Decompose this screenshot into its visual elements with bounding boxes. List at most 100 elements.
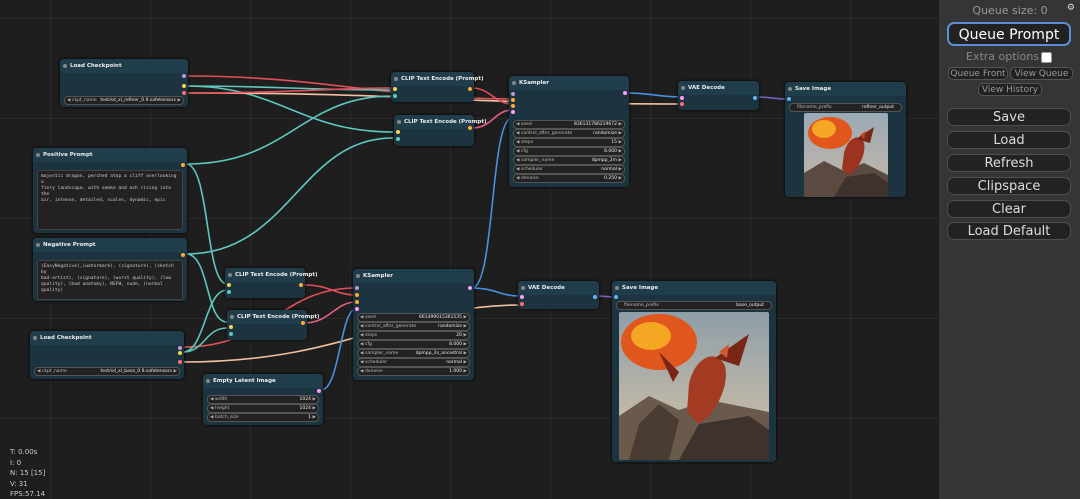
input-text-port[interactable] bbox=[227, 290, 231, 294]
input-negative-port[interactable] bbox=[511, 104, 515, 108]
positive-prompt-text[interactable]: majestic dragon, perched atop a cliff ov… bbox=[37, 170, 183, 230]
output-image-port[interactable] bbox=[753, 96, 757, 100]
input-text-port[interactable] bbox=[229, 332, 233, 336]
node-title: Positive Prompt bbox=[33, 148, 187, 162]
output-conditioning-port[interactable] bbox=[181, 253, 185, 257]
output-clip-port[interactable] bbox=[182, 84, 186, 88]
node-vae-decode-refiner[interactable]: VAE Decode bbox=[678, 81, 759, 110]
side-menu: Queue size: 0 ⚙ Queue Prompt Extra optio… bbox=[938, 0, 1080, 499]
node-clip-text-encode-refiner-neg[interactable]: CLIP Text Encode (Prompt) bbox=[394, 115, 487, 146]
wire-base-clip-b bbox=[182, 327, 228, 353]
input-model-port[interactable] bbox=[355, 286, 359, 290]
node-positive-prompt[interactable]: Positive Prompt majestic dragon, perched… bbox=[33, 148, 187, 233]
ckpt-name-combo[interactable]: ◀ ckpt_name test/sd_xl_base_0.9.safetens… bbox=[34, 367, 180, 376]
input-clip-port[interactable] bbox=[227, 283, 231, 287]
node-graph-canvas[interactable]: Load Checkpoint ◀ ckpt_name test/sd_xl_r… bbox=[0, 0, 938, 499]
load-default-button[interactable]: Load Default bbox=[947, 222, 1071, 240]
gear-icon[interactable]: ⚙ bbox=[1066, 3, 1075, 13]
input-text-port[interactable] bbox=[393, 94, 397, 98]
arrow-left-icon: ◀ bbox=[360, 342, 364, 347]
widget-value: dpmpp_2s_ancestral bbox=[415, 351, 462, 356]
node-load-checkpoint-refiner[interactable]: Load Checkpoint ◀ ckpt_name test/sd_xl_r… bbox=[60, 59, 188, 107]
input-text-port[interactable] bbox=[396, 137, 400, 141]
output-image-preview[interactable] bbox=[804, 113, 888, 197]
node-vae-decode-base[interactable]: VAE Decode bbox=[518, 281, 599, 309]
input-clip-port[interactable] bbox=[393, 87, 397, 91]
queue-size: Queue size: 0 bbox=[972, 4, 1048, 17]
output-conditioning-port[interactable] bbox=[301, 321, 305, 325]
input-positive-port[interactable] bbox=[511, 98, 515, 102]
output-vae-port[interactable] bbox=[182, 91, 186, 95]
node-title: KSampler bbox=[353, 269, 474, 283]
node-clip-text-encode-base-pos[interactable]: CLIP Text Encode (Prompt) bbox=[225, 268, 318, 298]
negative-prompt-text[interactable]: (EasyNegative),(watermark), (signature),… bbox=[37, 260, 183, 300]
clear-button[interactable]: Clear bbox=[947, 200, 1071, 218]
view-history-button[interactable]: View History bbox=[978, 83, 1042, 96]
output-latent-port[interactable] bbox=[317, 389, 321, 393]
refresh-button[interactable]: Refresh bbox=[947, 154, 1071, 172]
view-queue-button[interactable]: View Queue bbox=[1010, 67, 1073, 80]
clipspace-button[interactable]: Clipspace bbox=[947, 177, 1071, 195]
output-latent-port[interactable] bbox=[468, 286, 472, 290]
output-clip-port[interactable] bbox=[178, 351, 182, 355]
widget-label: cfg bbox=[365, 342, 372, 347]
queue-prompt-button[interactable]: Queue Prompt bbox=[947, 22, 1071, 46]
extra-options-checkbox[interactable] bbox=[1041, 52, 1052, 63]
output-conditioning-port[interactable] bbox=[299, 283, 303, 287]
input-clip-port[interactable] bbox=[396, 130, 400, 134]
save-button[interactable]: Save bbox=[947, 108, 1071, 126]
queue-front-button[interactable]: Queue Front bbox=[948, 67, 1008, 80]
output-model-port[interactable] bbox=[178, 346, 182, 350]
output-conditioning-port[interactable] bbox=[468, 126, 472, 130]
input-images-port[interactable] bbox=[614, 295, 618, 299]
input-images-port[interactable] bbox=[787, 97, 791, 101]
input-samples-port[interactable] bbox=[520, 295, 524, 299]
output-conditioning-port[interactable] bbox=[468, 87, 472, 91]
node-load-checkpoint-base[interactable]: Load Checkpoint ◀ ckpt_name test/sd_xl_b… bbox=[30, 331, 184, 379]
ckpt-name-combo[interactable]: ◀ ckpt_name test/sd_xl_refiner_0.9.safet… bbox=[64, 96, 184, 105]
node-negative-prompt[interactable]: Negative Prompt (EasyNegative),(watermar… bbox=[33, 238, 187, 301]
input-samples-port[interactable] bbox=[680, 96, 684, 100]
node-clip-text-encode-base-neg[interactable]: CLIP Text Encode (Prompt) bbox=[227, 310, 320, 340]
node-clip-text-encode-refiner-pos[interactable]: CLIP Text Encode (Prompt) bbox=[391, 72, 484, 102]
output-model-port[interactable] bbox=[182, 74, 186, 78]
input-positive-port[interactable] bbox=[355, 293, 359, 297]
input-negative-port[interactable] bbox=[355, 300, 359, 304]
output-image-port[interactable] bbox=[593, 295, 597, 299]
output-conditioning-port[interactable] bbox=[181, 163, 185, 167]
output-latent-port[interactable] bbox=[623, 91, 627, 95]
input-clip-port[interactable] bbox=[229, 325, 233, 329]
input-latent-port[interactable] bbox=[355, 307, 359, 311]
input-vae-port[interactable] bbox=[520, 302, 524, 306]
input-model-port[interactable] bbox=[511, 92, 515, 96]
input-vae-port[interactable] bbox=[680, 102, 684, 106]
load-button[interactable]: Load bbox=[947, 131, 1071, 149]
input-latent-port[interactable] bbox=[511, 110, 515, 114]
output-vae-port[interactable] bbox=[178, 360, 182, 364]
output-image-preview[interactable] bbox=[619, 312, 769, 460]
